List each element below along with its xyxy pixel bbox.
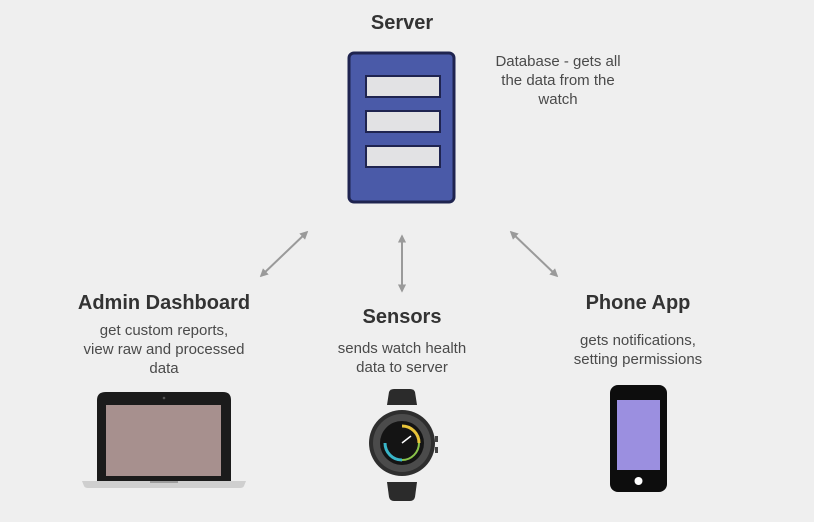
phone-app-description-line: gets notifications, <box>580 332 696 349</box>
admin-dashboard-description: get custom reports, view raw and process… <box>54 321 274 378</box>
laptop-icon <box>82 392 246 488</box>
phone-app-description: gets notifications, setting permissions <box>548 331 728 369</box>
admin-dashboard-description-line: view raw and processed <box>83 341 245 358</box>
arrow-admin-server <box>259 230 309 278</box>
admin-dashboard-title: Admin Dashboard <box>77 292 251 314</box>
server-description: Database - gets all the data from the wa… <box>470 52 646 109</box>
phone-app-title: Phone App <box>585 292 691 314</box>
server-description-line: watch <box>538 91 578 108</box>
server-title: Server <box>370 12 434 34</box>
sensors-description-line: data to server <box>356 359 448 376</box>
smartphone-icon <box>610 385 667 492</box>
sensors-description: sends watch health data to server <box>312 339 492 377</box>
server-description-line: Database - gets all <box>495 53 621 70</box>
server-icon <box>347 51 456 204</box>
admin-dashboard-description-line: data <box>149 360 179 377</box>
sensors-title: Sensors <box>362 306 442 328</box>
arrow-phone-server <box>509 230 559 278</box>
sensors-description-line: sends watch health <box>337 340 467 357</box>
admin-dashboard-description-line: get custom reports, <box>99 322 229 339</box>
smartwatch-icon <box>369 389 438 501</box>
server-description-line: the data from the <box>501 72 615 89</box>
phone-app-description-line: setting permissions <box>573 351 703 368</box>
